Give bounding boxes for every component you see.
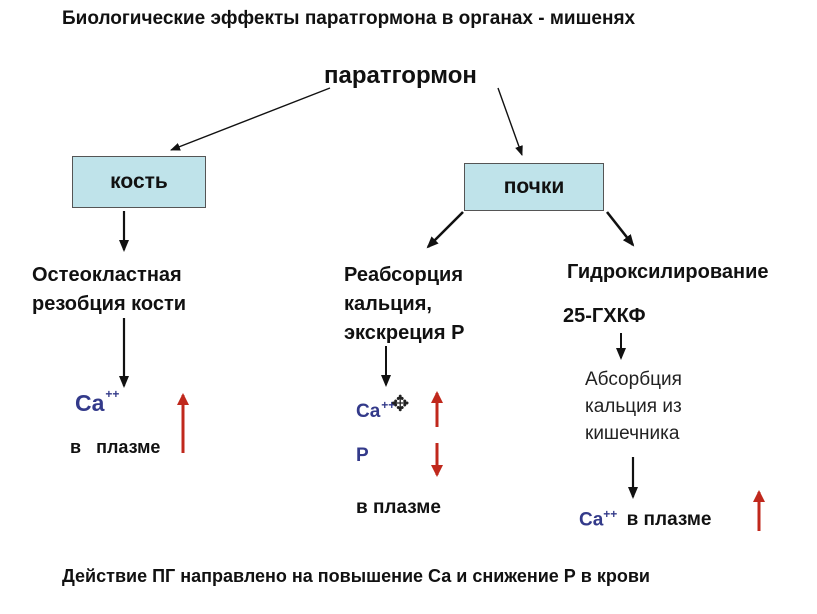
kidney-p-ion: P — [356, 445, 369, 466]
reabsorption-effect: Реабсорция кальция, экскреция Р — [344, 261, 464, 348]
hydroxylation-line2: 25-ГХКФ — [563, 305, 646, 327]
arrow-kidney-to-reabsorption — [426, 211, 464, 249]
osteoclast-effect: Остеокластная резобция кости — [32, 261, 186, 319]
conclusion-text: Действие ПГ направлено на повышение Са и… — [62, 566, 650, 586]
kidney-box-label: почки — [503, 175, 565, 198]
kidney-box: почки — [464, 163, 604, 211]
bone-box-label: кость — [110, 170, 168, 193]
arrow-kidney-to-hydroxylation — [605, 211, 635, 247]
intestine-ca-symbol: Ca — [579, 509, 604, 531]
bone-ca-charge: ++ — [105, 387, 120, 401]
osteoclast-effect-line1: Остеокластная — [32, 264, 182, 286]
kidney-ca-ion: Ca++ — [356, 398, 396, 423]
reabsorption-line1: Реабсорция — [344, 264, 463, 286]
bone-plasma-label: в плазме — [70, 437, 161, 457]
arrow-hormone-to-bone — [170, 87, 331, 151]
bone-box: кость — [72, 156, 206, 208]
osteoclast-effect-line2: резобция кости — [32, 293, 187, 315]
intestine-ca-plasma: Ca++ в плазме — [579, 507, 712, 531]
hydroxylation-line1: Гидроксилирование — [567, 261, 769, 283]
absorption-line1: Абсорбция — [585, 369, 682, 390]
kidney-ca-charge: ++ — [381, 398, 396, 412]
reabsorption-line2: кальция, — [344, 293, 432, 315]
reabsorption-line3: экскреция Р — [344, 322, 465, 344]
absorption-line3: кишечника — [585, 423, 680, 444]
arrow-hormone-to-kidney — [497, 87, 523, 156]
hormone-label: паратгормон — [324, 62, 477, 89]
kidney-ca-symbol: Ca — [356, 401, 381, 422]
intestine-ca-charge: ++ — [603, 507, 618, 521]
diagram-title: Биологические эффекты паратгормона в орг… — [62, 8, 636, 29]
absorption-text: Абсорбция кальция из кишечника — [585, 366, 682, 447]
bone-ca-symbol: Ca — [75, 390, 105, 416]
kidney-plasma-label: в плазме — [356, 497, 441, 518]
intestine-plasma-label: в плазме — [626, 509, 712, 531]
move-cursor-icon: ✥ — [391, 391, 410, 416]
absorption-line2: кальция из — [585, 396, 682, 417]
bone-ca-ion: Ca++ — [75, 387, 120, 417]
